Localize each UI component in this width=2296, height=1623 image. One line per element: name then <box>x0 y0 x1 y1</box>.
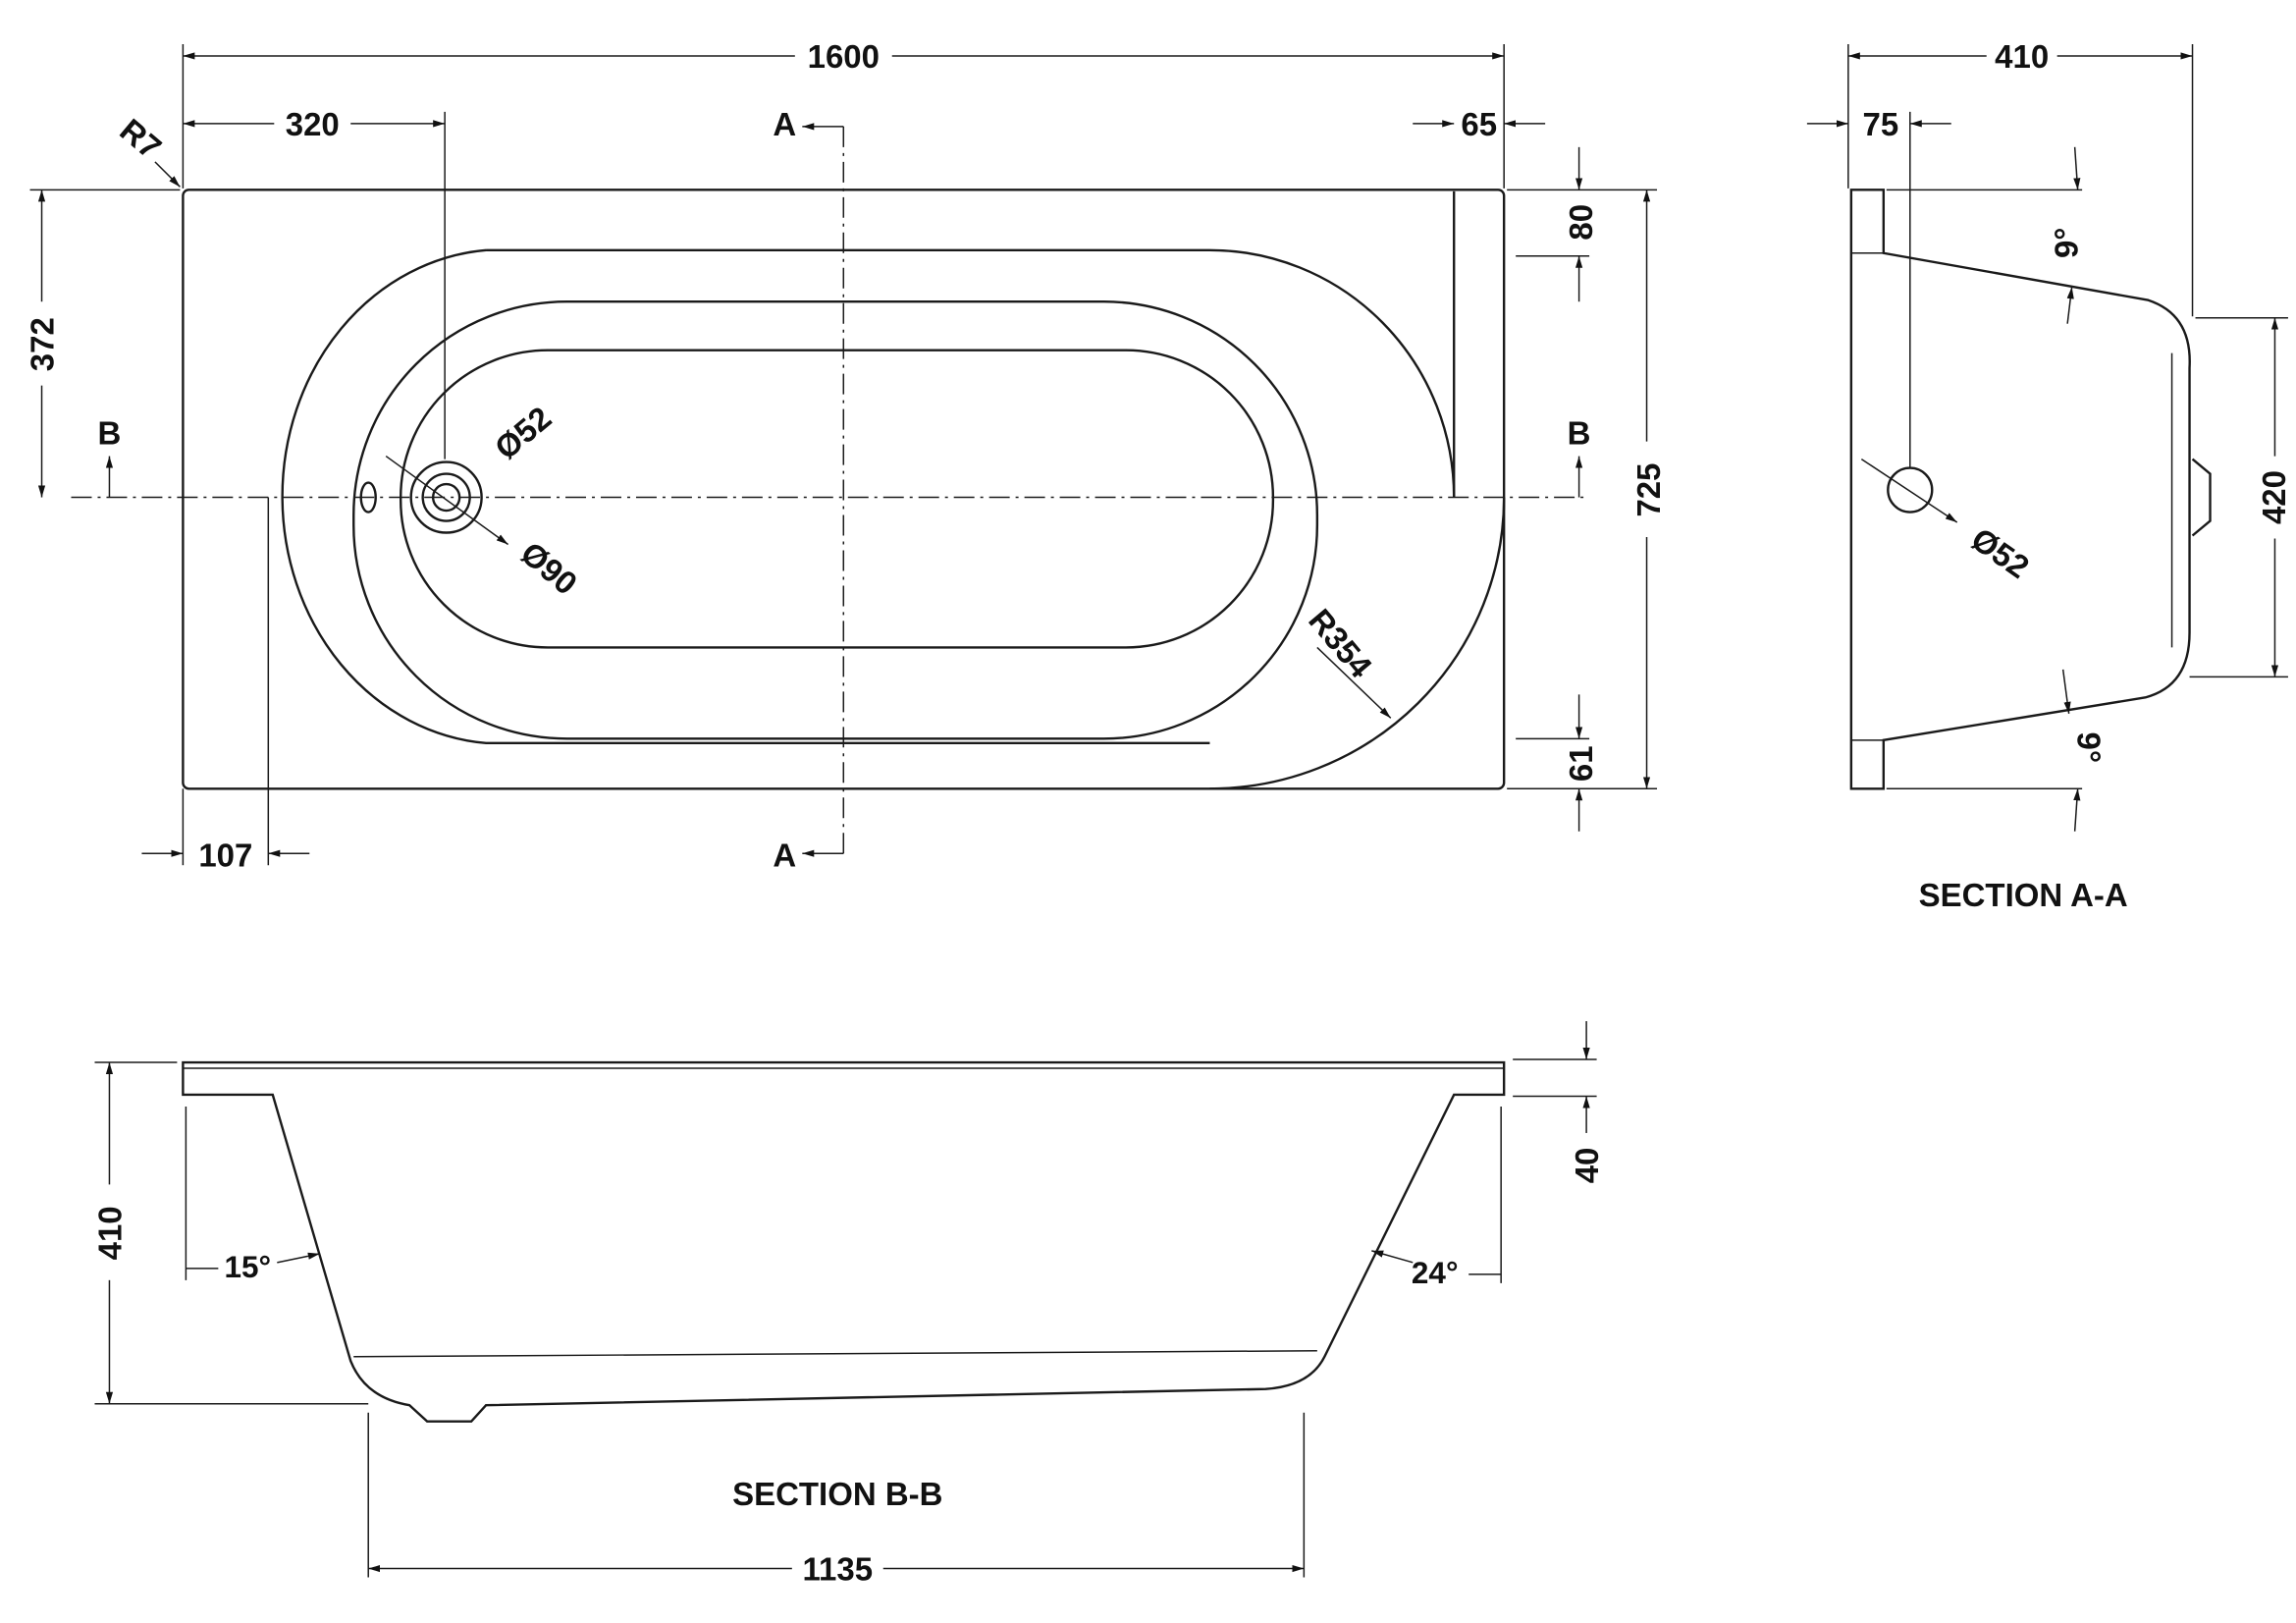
section-a-top: A <box>773 106 796 142</box>
dim-40: 40 <box>1569 1148 1605 1184</box>
dim-107: 107 <box>198 838 252 874</box>
dim-dia52: Ø52 <box>488 400 559 466</box>
section-b-b: 40 410 15° 24° SECTION B-B 1135 <box>91 1021 1605 1588</box>
plan-dimensions: 1600 320 65 R7 A A 372 B B 80 725 61 Ø52… <box>25 38 1668 874</box>
dim-80: 80 <box>1563 204 1599 241</box>
section-b-right: B <box>1568 415 1591 452</box>
section-b-b-title: SECTION B-B <box>732 1476 942 1512</box>
section-a-a: 410 75 9° 9° 420 Ø52 SECTION A-A <box>1806 38 2292 913</box>
dim-65: 65 <box>1461 106 1497 142</box>
dim-320: 320 <box>286 106 340 142</box>
section-a-bottom: A <box>773 838 796 874</box>
dim-1600: 1600 <box>808 38 880 75</box>
dim-dia90: Ø90 <box>514 534 585 601</box>
dim-r7: R7 <box>113 112 168 166</box>
angle-24: 24° <box>1412 1256 1459 1290</box>
dim-372: 372 <box>25 317 61 371</box>
angle-9-top: 9° <box>2049 228 2085 259</box>
dim-dia52-aa: Ø52 <box>1965 520 2036 585</box>
dim-1135: 1135 <box>803 1551 874 1588</box>
dim-420: 420 <box>2256 470 2292 524</box>
section-a-a-title: SECTION A-A <box>1919 877 2128 913</box>
section-b-left: B <box>98 415 122 452</box>
dim-410-bb: 410 <box>91 1206 128 1260</box>
dim-r354: R354 <box>1302 602 1379 685</box>
dim-410-aa: 410 <box>1995 38 2049 75</box>
dim-75: 75 <box>1862 106 1898 142</box>
angle-15: 15° <box>225 1250 272 1284</box>
angle-9-bottom: 9° <box>2071 732 2108 764</box>
plan-view <box>71 126 1584 854</box>
dim-725: 725 <box>1630 463 1667 517</box>
dim-61: 61 <box>1563 745 1599 782</box>
